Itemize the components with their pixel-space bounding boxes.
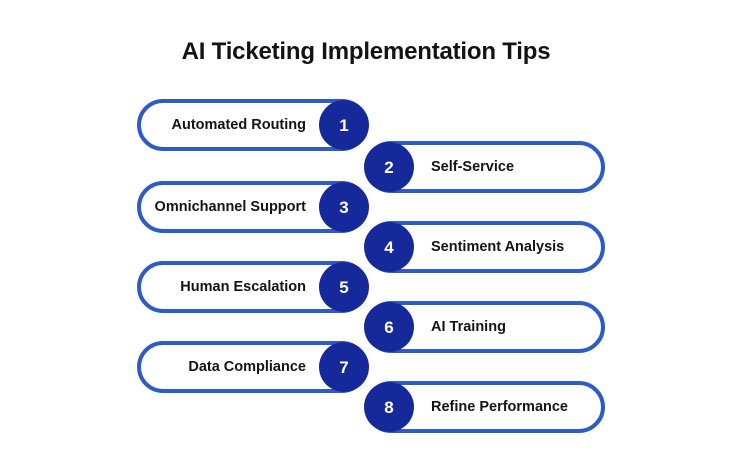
pill-label-8: Refine Performance	[431, 398, 568, 415]
list-item-1[interactable]: Automated Routing 1	[137, 99, 369, 151]
pill-label-5: Human Escalation	[180, 278, 306, 295]
pill-label-2: Self-Service	[431, 158, 515, 175]
list-item-6[interactable]: AI Training 6	[364, 301, 605, 353]
list-item-8[interactable]: Refine Performance 8	[364, 381, 605, 433]
pill-label-3: Omnichannel Support	[154, 198, 306, 215]
list-item-4[interactable]: Sentiment Analysis 4	[364, 221, 605, 273]
step-badge-5: 5	[319, 262, 369, 312]
pill-label-1: Automated Routing	[171, 116, 306, 133]
list-item-7[interactable]: Data Compliance 7	[137, 341, 369, 393]
step-badge-1: 1	[319, 100, 369, 150]
list-item-5[interactable]: Human Escalation 5	[137, 261, 369, 313]
pill-label-7: Data Compliance	[188, 358, 306, 375]
page-title: AI Ticketing Implementation Tips	[181, 38, 551, 65]
step-badge-2: 2	[364, 142, 414, 192]
step-badge-7: 7	[319, 342, 369, 392]
pill-label-4: Sentiment Analysis	[431, 238, 565, 255]
pill-label-6: AI Training	[431, 318, 506, 335]
list-item-3[interactable]: Omnichannel Support 3	[137, 181, 369, 233]
step-badge-8: 8	[364, 382, 414, 432]
step-badge-6: 6	[364, 302, 414, 352]
step-badge-4: 4	[364, 222, 414, 272]
step-badge-3: 3	[319, 182, 369, 232]
list-item-2[interactable]: Self-Service 2	[364, 141, 605, 193]
